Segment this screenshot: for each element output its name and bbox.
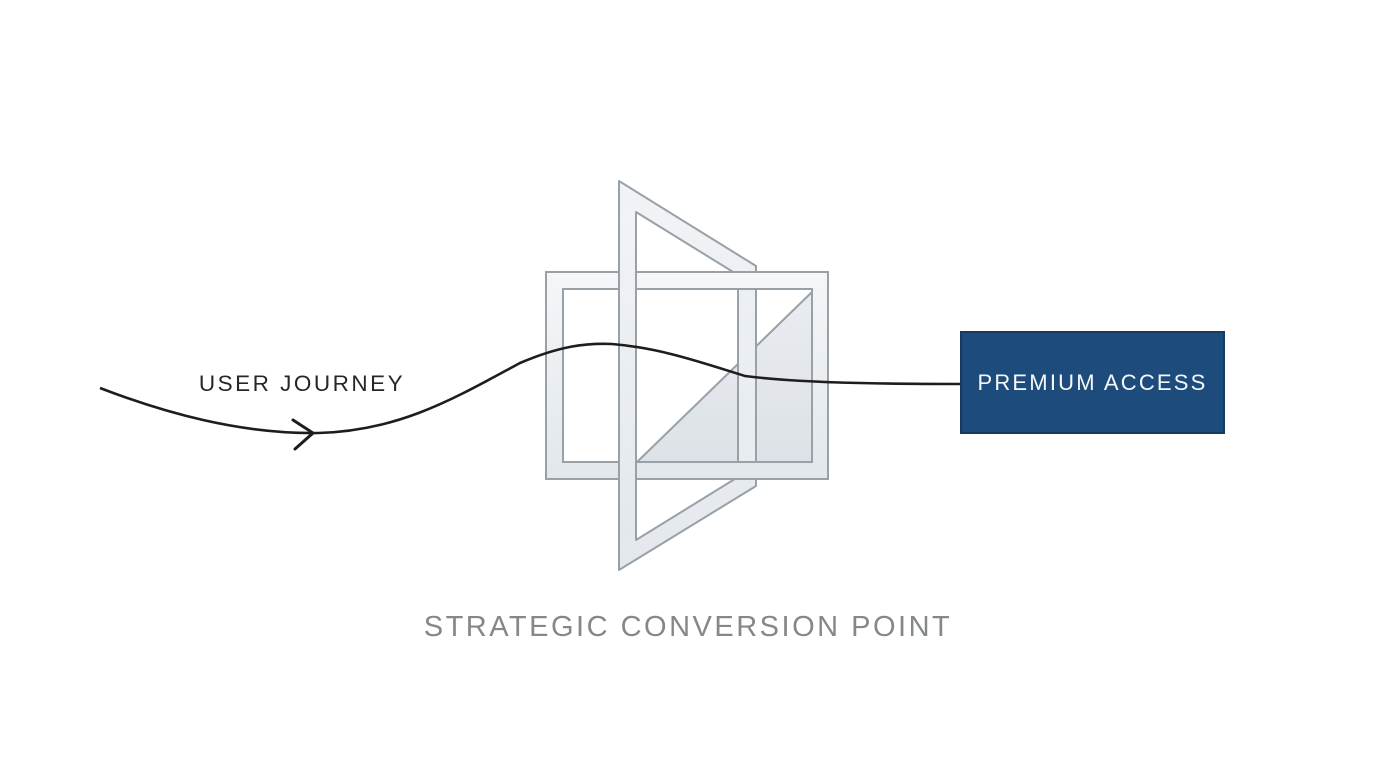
- user-journey-path: [99, 342, 962, 451]
- journey-curve: [99, 342, 962, 435]
- window-frame: [545, 271, 829, 480]
- user-journey-label: USER JOURNEY: [198, 371, 406, 396]
- window-sash-stile-overlay: [618, 212, 637, 540]
- arrow-right-chevron-icon: [291, 418, 316, 451]
- window-glass-diagonal: [636, 291, 813, 463]
- open-window-icon: [545, 180, 829, 571]
- premium-access-label: PREMIUM ACCESS: [977, 369, 1208, 395]
- premium-access-box: PREMIUM ACCESS: [960, 331, 1225, 434]
- caption-title: STRATEGIC CONVERSION POINT: [423, 611, 953, 643]
